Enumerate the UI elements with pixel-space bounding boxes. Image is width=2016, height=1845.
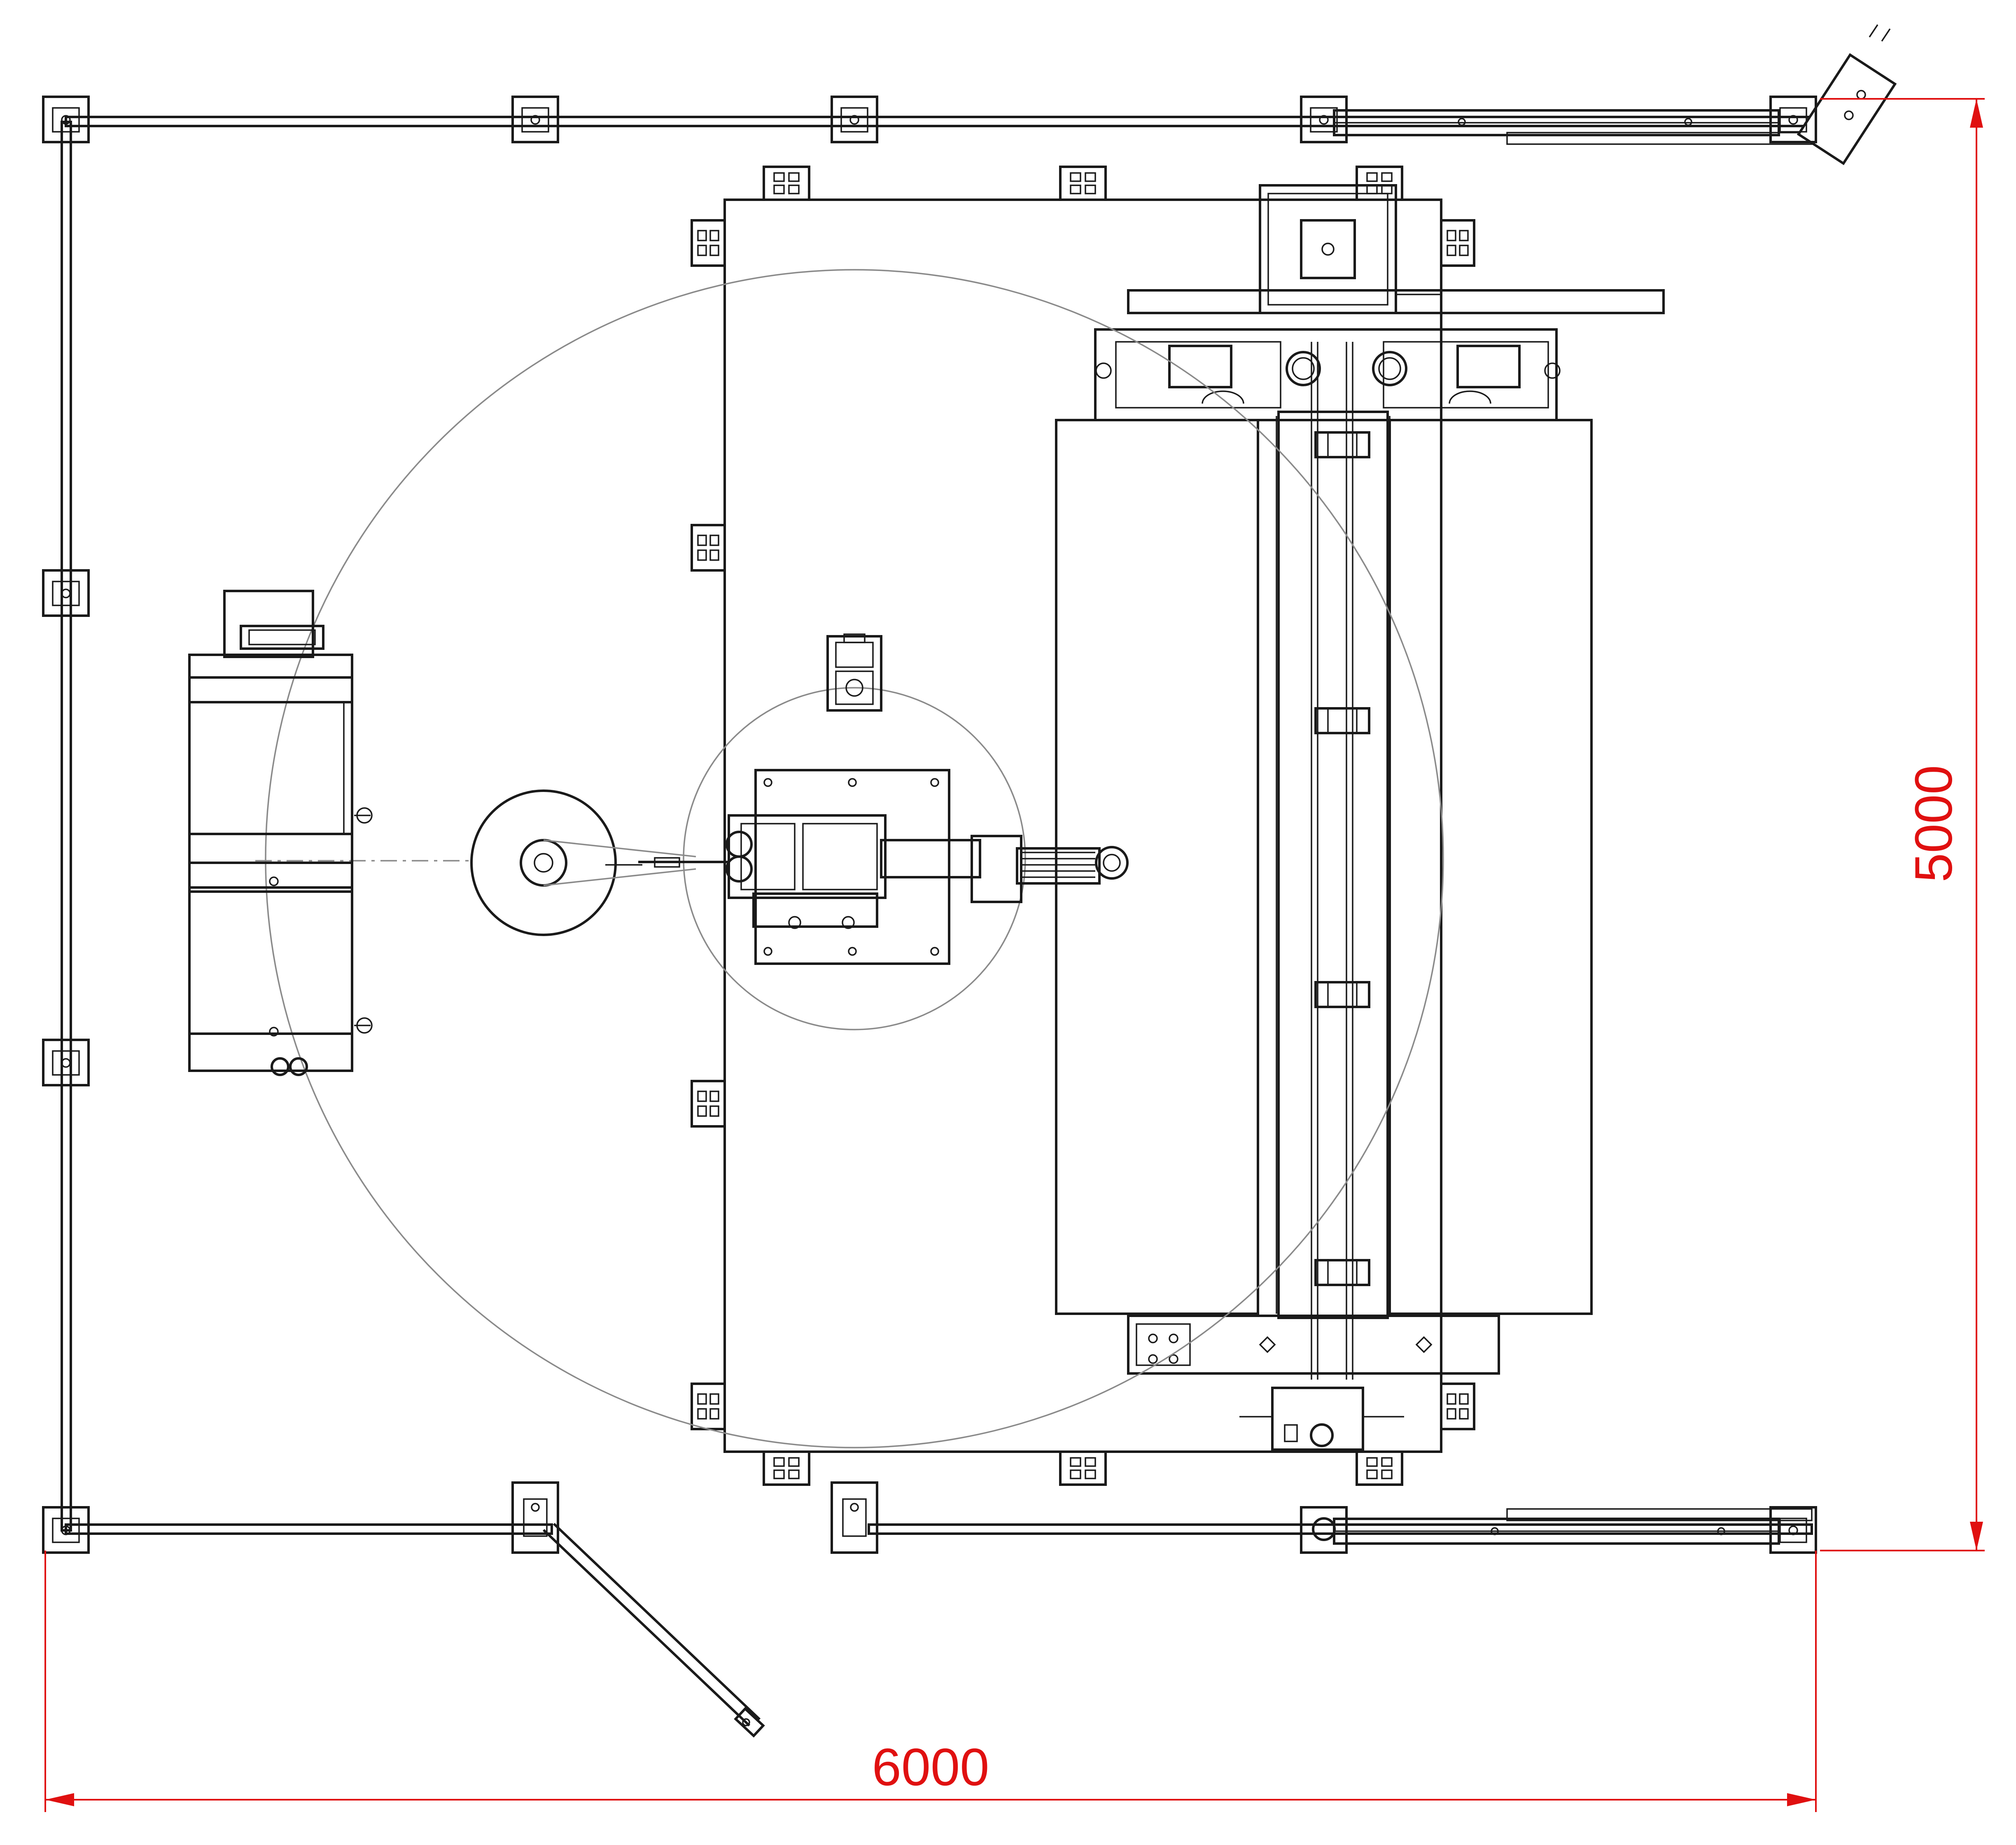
wire-feeder [826, 633, 882, 712]
fence-post-9 [511, 1481, 559, 1554]
station-plate-right [1388, 419, 1593, 1315]
fence-post-8 [42, 1506, 90, 1554]
robot-upper-arm [880, 839, 981, 878]
anchor-bracket-top-1 [763, 166, 810, 201]
anchor-bracket-right-1 [1440, 219, 1475, 267]
fence-post-10 [831, 1481, 878, 1554]
anchor-bracket-bottom-2 [1059, 1450, 1107, 1486]
fence-post-7 [42, 1039, 90, 1086]
wire-drum [470, 789, 696, 936]
fence-post-12 [1769, 1506, 1817, 1554]
fence-rail-left [61, 121, 72, 1532]
fence-rail-top [65, 116, 1817, 127]
fence-post-3 [831, 96, 878, 143]
dimension-width-label: 6000 [872, 1738, 989, 1797]
wire-drum-outer [470, 789, 617, 936]
swing-gate[interactable] [542, 1523, 765, 1738]
anchor-bracket-right-2 [1440, 1383, 1475, 1430]
beam-clamp-4 [1314, 1259, 1370, 1286]
cabinet-top-box [223, 590, 314, 658]
fence-post-1 [42, 96, 90, 143]
operator-control-box[interactable] [1797, 24, 1897, 165]
anchor-bracket-top-2 [1059, 166, 1107, 201]
safety-fence [42, 24, 1897, 1738]
base-platform [691, 166, 1475, 1486]
fence-post-11 [1300, 1506, 1348, 1554]
anchor-bracket-left-1 [691, 219, 726, 267]
platform-plate [723, 199, 1442, 1453]
beam-clamp-3 [1314, 981, 1370, 1008]
anchor-bracket-left-2 [691, 524, 726, 572]
station-plate-left [1055, 419, 1259, 1315]
positioner [1055, 184, 1665, 1451]
anchor-bracket-bottom-3 [1356, 1450, 1403, 1486]
anchor-bracket-bottom-1 [763, 1450, 810, 1486]
positioner-tailstock [1127, 1315, 1500, 1451]
dimension-height-label: 5000 [1904, 765, 1963, 883]
central-beam [1277, 411, 1389, 1319]
fence-post-2 [511, 96, 559, 143]
robot-body [728, 814, 887, 899]
welding-robot [605, 633, 1129, 965]
welding-power-source [188, 590, 373, 1076]
robot-max-reach-circle [265, 269, 1444, 1448]
positioner-headstock [1094, 184, 1665, 421]
anchor-bracket-left-3 [691, 1080, 726, 1128]
fence-rail-bottom-right [868, 1523, 1813, 1535]
beam-clamp-2 [1314, 707, 1370, 734]
top-sliding-door[interactable] [1333, 109, 1813, 145]
robot-reach-envelopes [265, 269, 1444, 1448]
fence-post-6 [42, 569, 90, 617]
fence-post-5 [1769, 96, 1817, 143]
beam-clamp-1 [1314, 431, 1370, 458]
fence-post-4 [1300, 96, 1348, 143]
anchor-bracket-left-4 [691, 1383, 726, 1430]
dimension-height: 5000 [1820, 98, 1985, 1551]
fence-rail-bottom-left [65, 1523, 553, 1535]
bottom-sliding-door[interactable] [1333, 1508, 1813, 1545]
dimension-width: 6000 [44, 1551, 1817, 1812]
robot-base-plate [754, 769, 950, 965]
